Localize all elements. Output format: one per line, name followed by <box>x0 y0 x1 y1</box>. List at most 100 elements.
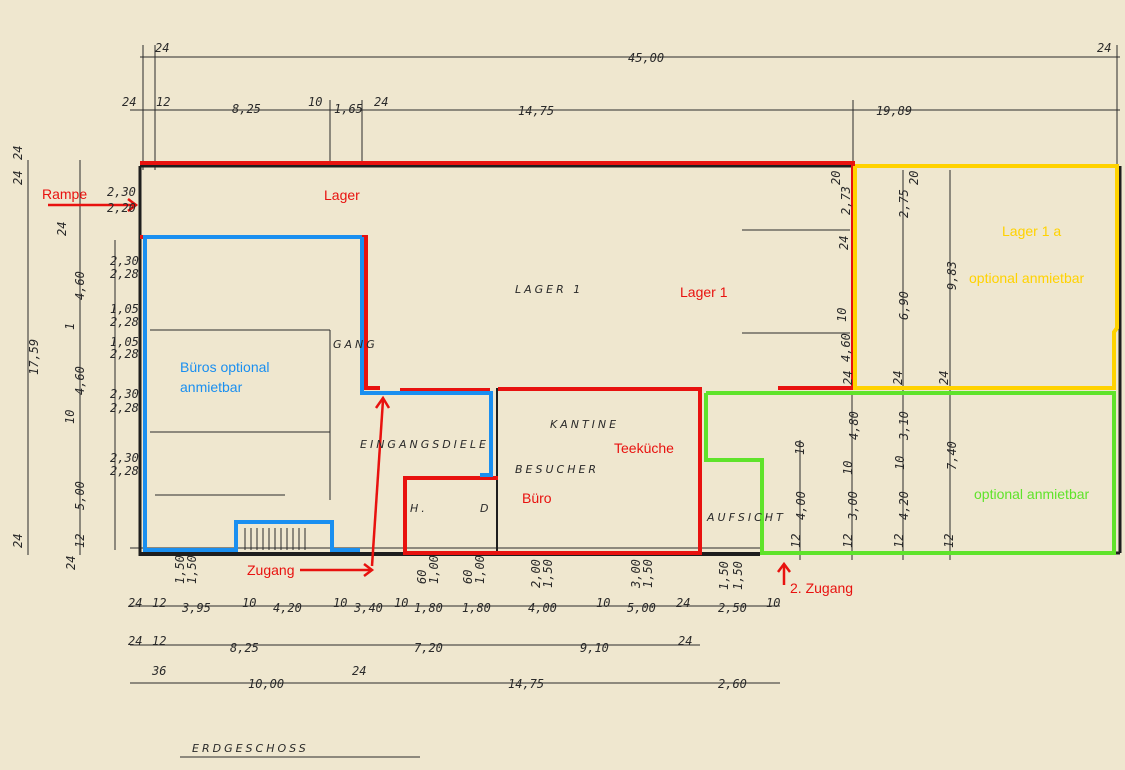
wc-d-handwritten: D <box>480 502 491 515</box>
dim: 12 <box>156 95 170 109</box>
dimension-label: 1,05 <box>110 302 139 316</box>
dimension-label: 4,80 <box>847 411 861 440</box>
dimension-label: 2,75 <box>897 189 911 218</box>
left-dimensions: 17,59 24 2,30 2,20 24 4,60 1 4,60 10 5,0… <box>11 146 136 570</box>
dimension-label: 10 <box>333 596 347 610</box>
dimension-label: 9,10 <box>580 641 609 655</box>
dim: 19,89 <box>876 104 912 118</box>
dimension-label: 24 <box>837 236 851 250</box>
dimension-label: 24 <box>891 371 905 385</box>
dimension-label: 10,00 <box>248 677 284 691</box>
dimension-label: 1,50 <box>185 555 199 584</box>
dimension-label: 3,10 <box>897 411 911 441</box>
dimension-label: 2,50 <box>718 601 747 615</box>
dimension-label: 1,50 <box>173 555 187 584</box>
dimension-label: 3,40 <box>353 601 383 615</box>
dim: 24 <box>155 41 169 55</box>
staircase <box>244 528 306 550</box>
dimension-label: 3,95 <box>181 601 211 615</box>
dim: 24 <box>11 171 25 185</box>
dimension-label: 60 <box>415 570 429 584</box>
dim: 4,60 <box>73 271 87 300</box>
top-dimensions: 45,00 24 24 24 12 8,25 10 1,65 24 14,75 … <box>122 41 1111 118</box>
dimension-label: 4,60 <box>839 333 853 362</box>
dim: 1,65 <box>334 102 363 116</box>
dimension-label: 2,30 <box>110 387 139 401</box>
dim: 8,25 <box>232 102 261 116</box>
dim: 10 <box>308 95 322 109</box>
door-dimensions: 1,50 1,50 60 1,00 60 1,00 2,00 1,50 3,00… <box>173 555 745 590</box>
dimension-label: 3,00 <box>846 491 860 521</box>
wc-h-handwritten: H. <box>410 502 428 515</box>
dimension-label: 6,90 <box>897 291 911 320</box>
dimension-label: 4,20 <box>273 601 302 615</box>
entrance-arrow <box>370 395 391 567</box>
dimension-label: 24 <box>841 371 855 385</box>
dimension-label: 1,50 <box>641 559 655 588</box>
rampe-arrow <box>48 198 139 212</box>
dimension-label: 20 <box>907 171 921 185</box>
green-optional-label: optional anmietbar <box>974 486 1090 502</box>
dimension-label: 10 <box>841 461 855 475</box>
kantine-handwritten: KANTINE <box>550 418 619 431</box>
window-dimensions: 2,30 2,28 1,05 2,28 1,05 2,28 2,30 2,28 … <box>110 254 139 478</box>
dimension-label: 10 <box>835 308 849 322</box>
dimension-label: 4,00 <box>528 601 557 615</box>
dimension-label: 9,83 <box>945 261 959 290</box>
lager1a-label: Lager 1 a <box>1002 223 1061 239</box>
dim: 1 <box>63 323 77 330</box>
dimension-label: 24 <box>352 664 366 678</box>
dim: 12 <box>73 534 87 548</box>
dimension-label: 12 <box>942 534 956 548</box>
dim: 2,20 <box>107 201 136 215</box>
zugang-arrow <box>300 563 375 577</box>
dimension-label: 12 <box>892 534 906 548</box>
eingangsdiele-handwritten: EINGANGSDIELE <box>360 438 489 451</box>
dim: 24 <box>55 222 69 236</box>
dimension-label: 24 <box>937 371 951 385</box>
lager1-handwritten: LAGER 1 <box>515 283 583 296</box>
green-area-outline <box>704 391 1116 555</box>
dimension-label: 24 <box>128 634 142 648</box>
dimension-label: 10 <box>394 596 408 610</box>
dim: 24 <box>11 146 25 160</box>
teekueche-outline-red <box>403 387 702 555</box>
dimension-label: 10 <box>242 596 256 610</box>
dimension-label: 2,28 <box>110 267 139 281</box>
bueros-outline-blue <box>143 235 362 552</box>
dimension-label: 1,00 <box>473 555 487 584</box>
dim: 24 <box>64 556 78 570</box>
dimension-label: 12 <box>152 596 166 610</box>
buero-label: Büro <box>522 490 552 506</box>
teekueche-label: Teeküche <box>614 440 674 456</box>
dimension-label: 1,00 <box>427 555 441 584</box>
dimension-label: 7,20 <box>414 641 443 655</box>
dimension-label: 3,00 <box>629 559 643 589</box>
dim: 5,00 <box>73 481 87 510</box>
dimension-label: 2,28 <box>110 347 139 361</box>
dimension-label: 10 <box>596 596 610 610</box>
dimension-label: 2,00 <box>529 559 543 588</box>
bueros-label-line2: anmietbar <box>180 379 243 395</box>
dimension-label: 12 <box>152 634 166 648</box>
bueros-label-line1: Büros optional <box>180 359 270 375</box>
dimension-label: 1,50 <box>731 561 745 590</box>
rampe-label: Rampe <box>42 186 87 202</box>
gang-handwritten: GANG <box>333 338 378 351</box>
dimension-label: 24 <box>128 596 142 610</box>
dim-total-depth: 17,59 <box>27 339 41 375</box>
dimension-label: 12 <box>841 534 855 548</box>
dimension-label: 1,80 <box>414 601 443 615</box>
dimension-label: 2,30 <box>110 451 139 465</box>
dimension-label: 20 <box>829 171 843 185</box>
dimension-label: 24 <box>678 634 692 648</box>
right-dimensions: 20 2,73 24 10 4,60 2,75 20 6,90 9,83 24 … <box>789 171 959 548</box>
bottom-dimensions-row1: 24 12 3,95 10 4,20 10 3,40 10 1,80 1,80 … <box>128 596 780 615</box>
besucher-handwritten: BESUCHER <box>515 463 599 476</box>
dimension-label: 10 <box>793 441 807 455</box>
dimension-label: 10 <box>893 456 907 470</box>
dim: 24 <box>11 534 25 548</box>
dimension-label: 2,73 <box>839 186 853 215</box>
